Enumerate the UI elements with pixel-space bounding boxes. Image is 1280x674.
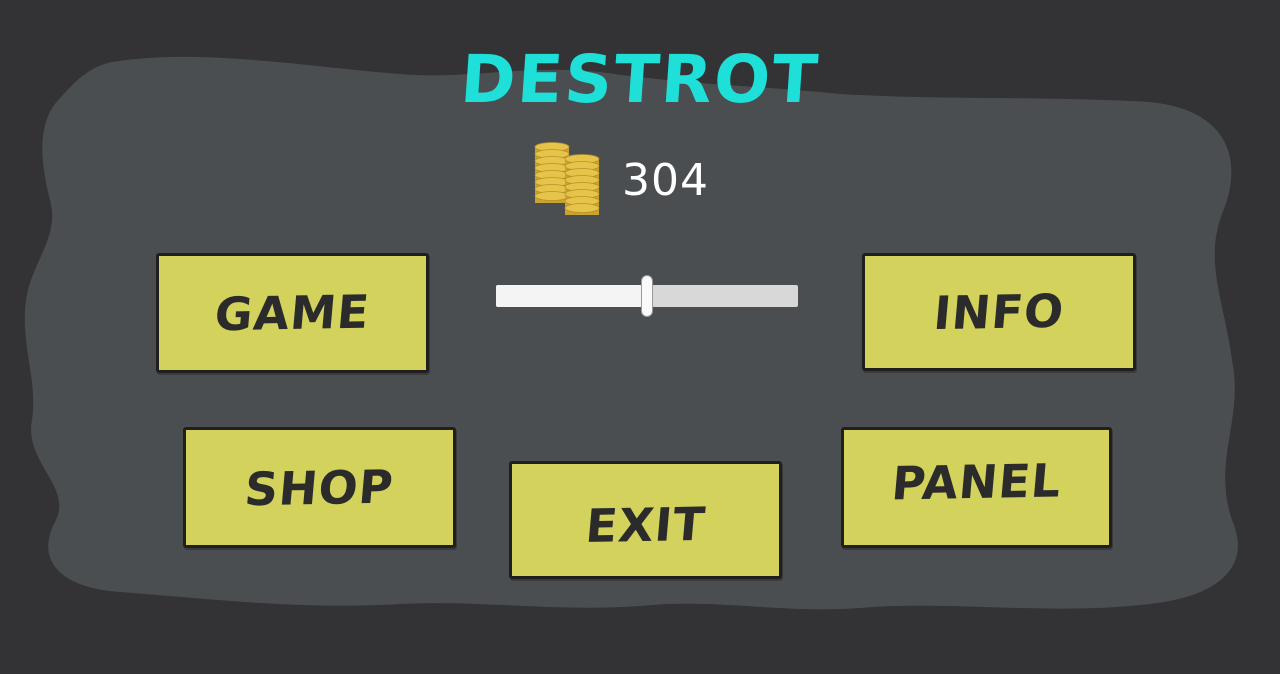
game-title: DESTROT [458,41,822,118]
game-button-label: GAME [212,284,373,342]
coin-face [564,203,600,213]
panel-button[interactable]: PANEL [841,427,1112,548]
shop-button-label: SHOP [242,459,397,516]
coin-count: 304 [622,155,709,206]
coin-display: 304 [530,142,770,222]
exit-button-label: EXIT [583,496,708,554]
info-button-label: INFO [931,283,1067,341]
volume-slider[interactable] [496,272,798,320]
panel-button-label: PANEL [889,453,1064,510]
slider-fill [496,285,647,307]
exit-button[interactable]: EXIT [509,461,782,579]
coin-stack-icon [534,142,600,215]
shop-button[interactable]: SHOP [183,427,456,548]
info-button[interactable]: INFO [862,253,1136,371]
game-button[interactable]: GAME [156,253,429,373]
coin-face [534,191,570,201]
slider-thumb[interactable] [641,275,653,317]
